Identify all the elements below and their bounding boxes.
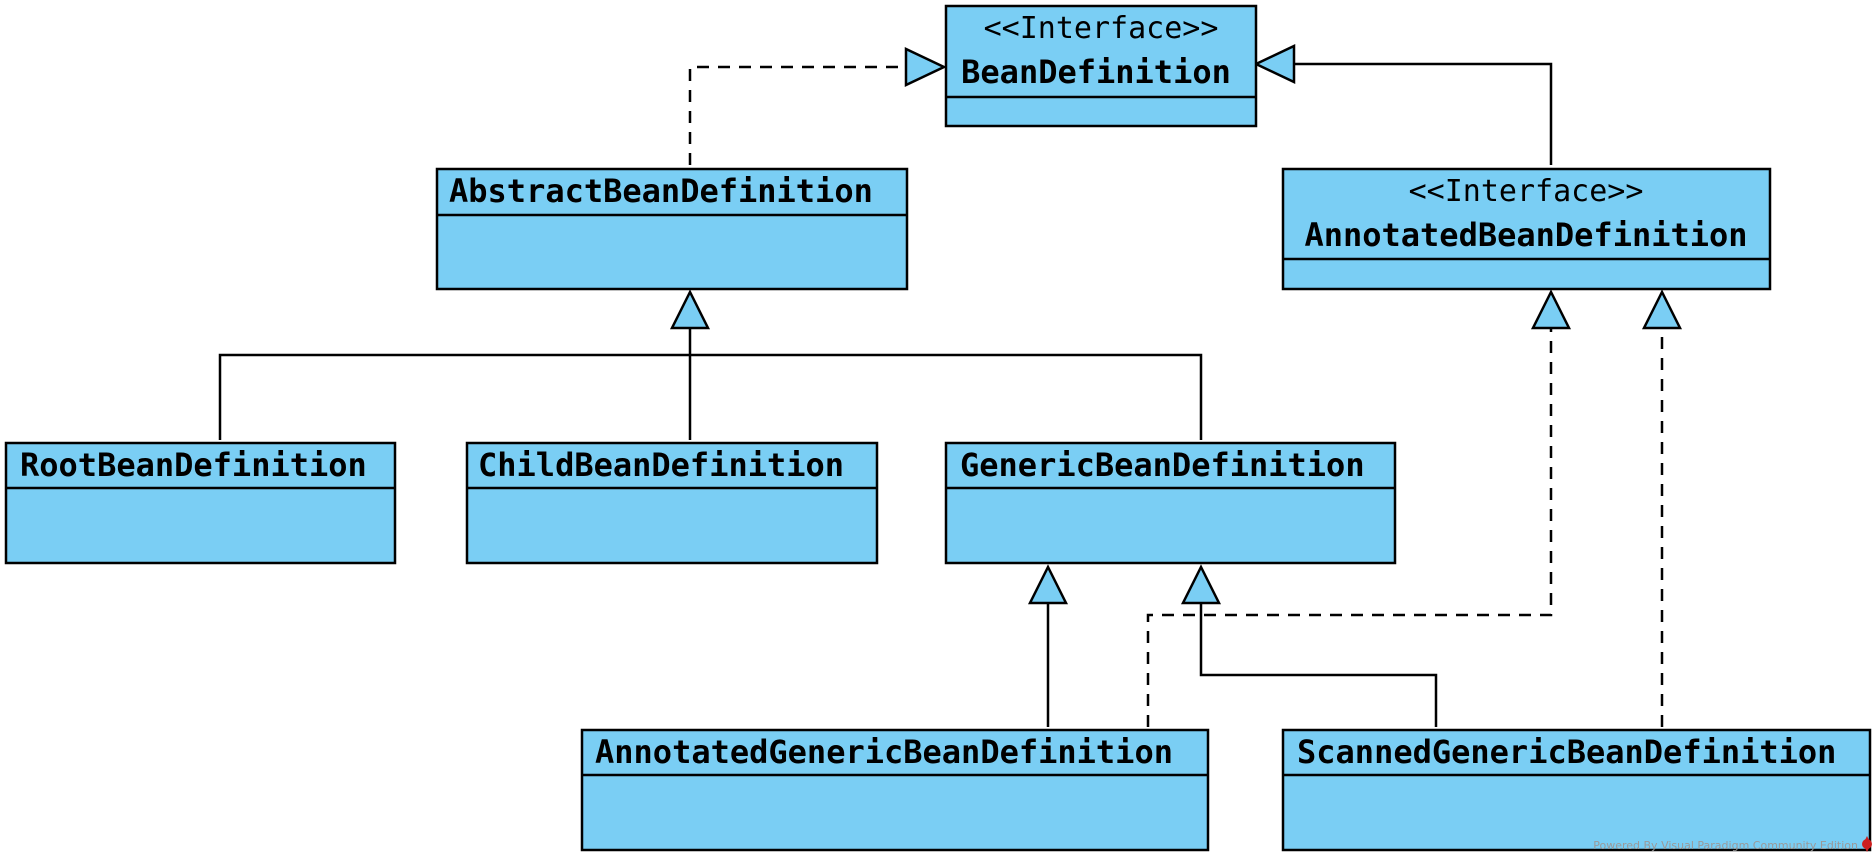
class-name: AnnotatedBeanDefinition: [1304, 216, 1747, 254]
realization-abstract-to-beandefinition: [688, 47, 947, 165]
class-root-bean-definition[interactable]: RootBeanDefinition: [4, 441, 397, 565]
generalization-tree-to-abstract: [218, 289, 1203, 440]
class-child-bean-definition[interactable]: ChildBeanDefinition: [465, 441, 879, 565]
class-abstract-bean-definition[interactable]: AbstractBeanDefinition: [435, 167, 909, 291]
generalization-annotatedgeneric-to-generic: [1027, 564, 1069, 727]
class-name: RootBeanDefinition: [20, 446, 367, 484]
class-annotated-bean-definition[interactable]: <<Interface>> AnnotatedBeanDefinition: [1281, 167, 1772, 291]
visual-paradigm-logo-icon: [1862, 836, 1872, 852]
class-scanned-generic-bean-definition[interactable]: ScannedGenericBeanDefinition: [1281, 728, 1872, 852]
class-name: ScannedGenericBeanDefinition: [1297, 733, 1836, 771]
visual-paradigm-footer: Powered By Visual Paradigm Community Edi…: [1593, 836, 1872, 852]
generalization-annotated-to-beandefinition: [1253, 44, 1553, 165]
class-stereotype: <<Interface>>: [984, 11, 1219, 46]
class-name: ChildBeanDefinition: [478, 446, 844, 484]
footer-text: Powered By Visual Paradigm Community Edi…: [1593, 839, 1858, 852]
class-generic-bean-definition[interactable]: GenericBeanDefinition: [944, 441, 1397, 565]
class-bean-definition[interactable]: <<Interface>> BeanDefinition: [944, 4, 1258, 128]
realization-annotatedgeneric-to-annotated: [1146, 289, 1572, 727]
class-name: BeanDefinition: [961, 53, 1231, 91]
class-annotated-generic-bean-definition[interactable]: AnnotatedGenericBeanDefinition: [580, 728, 1210, 852]
class-name: GenericBeanDefinition: [960, 446, 1365, 484]
class-stereotype: <<Interface>>: [1409, 174, 1644, 209]
class-name: AbstractBeanDefinition: [449, 172, 873, 210]
class-name: AnnotatedGenericBeanDefinition: [595, 733, 1173, 771]
generalization-scannedgeneric-to-generic: [1180, 564, 1438, 727]
realization-scannedgeneric-to-annotated: [1641, 289, 1683, 727]
